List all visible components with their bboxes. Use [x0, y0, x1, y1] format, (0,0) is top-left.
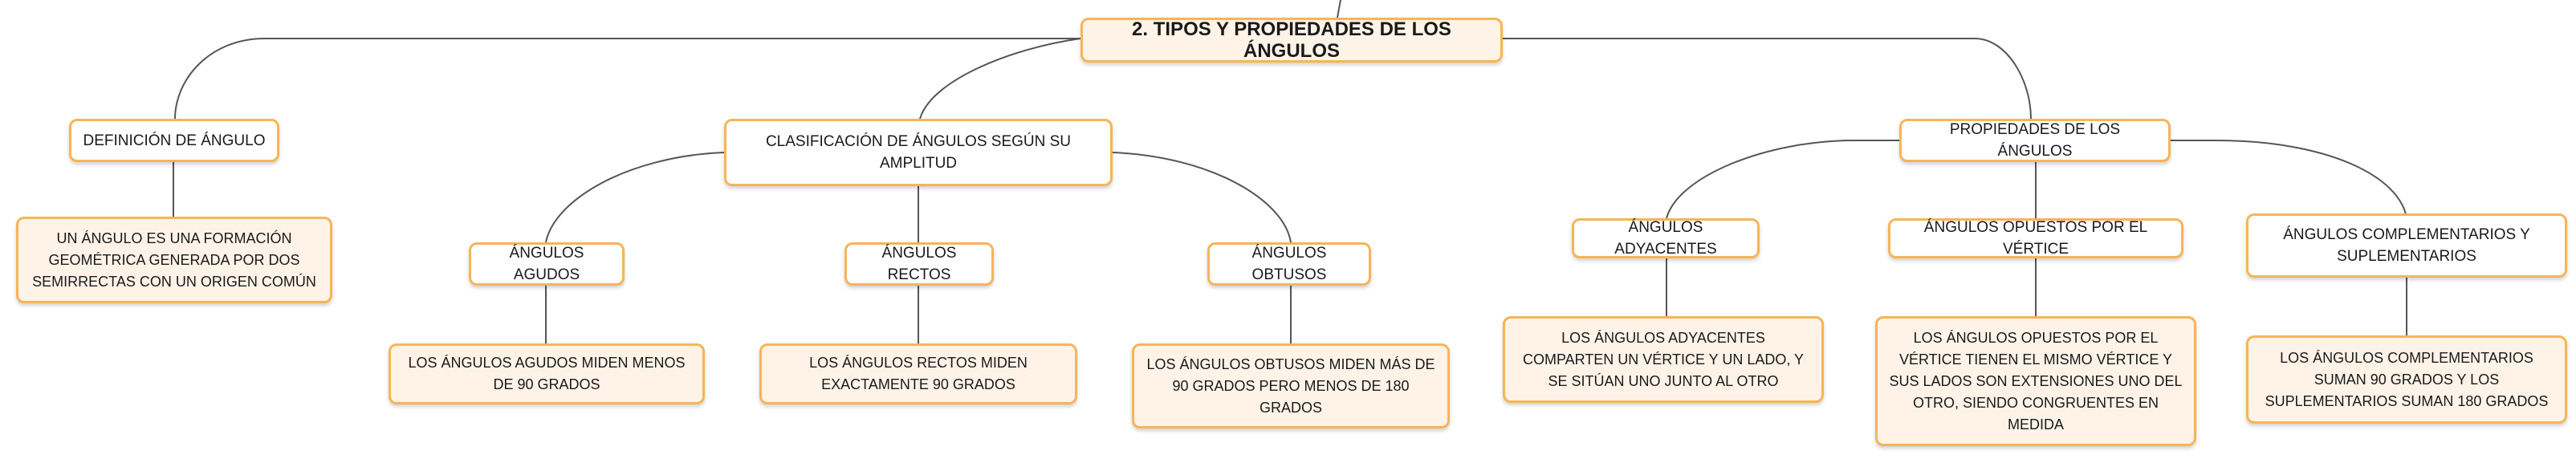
rectos-node[interactable]: ÁNGULOS RECTOS	[844, 242, 994, 286]
propiedades-label: PROPIEDADES DE LOS ÁNGULOS	[1949, 121, 2121, 160]
rectos-text-node[interactable]: LOS ÁNGULOS RECTOS MIDEN EXACTAMENTE 90 …	[759, 343, 1077, 404]
adyacentes-node[interactable]: ÁNGULOS ADYACENTES	[1572, 218, 1760, 258]
rectos-label: ÁNGULOS RECTOS	[881, 245, 957, 283]
obtusos-text: LOS ÁNGULOS OBTUSOS MIDEN MÁS DE 90 GRAD…	[1146, 355, 1435, 416]
adyacentes-label: ÁNGULOS ADYACENTES	[1614, 219, 1717, 258]
link-clasificacion-obtusos	[1112, 152, 1292, 243]
adyacentes-text-node[interactable]: LOS ÁNGULOS ADYACENTES COMPARTEN UN VÉRT…	[1503, 316, 1824, 403]
link-propiedades-adyacentes	[1666, 140, 1899, 219]
root-label: 2. TIPOS Y PROPIEDADES DE LOS ÁNGULOS	[1132, 18, 1451, 62]
obtusos-node[interactable]: ÁNGULOS OBTUSOS	[1207, 242, 1371, 286]
opuestos-text: LOS ÁNGULOS OPUESTOS POR EL VÉRTICE TIEN…	[1889, 329, 2183, 433]
clasificacion-node[interactable]: CLASIFICACIÓN DE ÁNGULOS SEGÚN SU AMPLIT…	[724, 119, 1113, 186]
agudos-text: LOS ÁNGULOS AGUDOS MIDEN MENOS DE 90 GRA…	[408, 355, 686, 392]
link-root-definicion	[174, 38, 1080, 120]
opuestos-label: ÁNGULOS OPUESTOS POR EL VÉRTICE	[1923, 219, 2148, 258]
definicion-text-node[interactable]: UN ÁNGULO ES UNA FORMACIÓN GEOMÉTRICA GE…	[16, 217, 332, 303]
agudos-node[interactable]: ÁNGULOS AGUDOS	[469, 242, 625, 286]
link-parent-root	[1337, 0, 1341, 18]
complementarios-label: ÁNGULOS COMPLEMENTARIOS Y SUPLEMENTARIOS	[2283, 226, 2530, 265]
definicion-node[interactable]: DEFINICIÓN DE ÁNGULO	[69, 119, 279, 162]
complementarios-text: LOS ÁNGULOS COMPLEMENTARIOS SUMAN 90 GRA…	[2265, 349, 2549, 409]
clasificacion-label: CLASIFICACIÓN DE ÁNGULOS SEGÚN SU AMPLIT…	[765, 133, 1072, 172]
obtusos-label: ÁNGULOS OBTUSOS	[1251, 245, 1327, 283]
adyacentes-text: LOS ÁNGULOS ADYACENTES COMPARTEN UN VÉRT…	[1522, 329, 1805, 389]
link-clasificacion-agudos	[545, 152, 725, 243]
agudos-text-node[interactable]: LOS ÁNGULOS AGUDOS MIDEN MENOS DE 90 GRA…	[389, 343, 705, 404]
opuestos-node[interactable]: ÁNGULOS OPUESTOS POR EL VÉRTICE	[1888, 218, 2183, 258]
obtusos-text-node[interactable]: LOS ÁNGULOS OBTUSOS MIDEN MÁS DE 90 GRAD…	[1132, 343, 1450, 428]
propiedades-node[interactable]: PROPIEDADES DE LOS ÁNGULOS	[1899, 119, 2171, 162]
complementarios-node[interactable]: ÁNGULOS COMPLEMENTARIOS Y SUPLEMENTARIOS	[2246, 213, 2567, 278]
root-node[interactable]: 2. TIPOS Y PROPIEDADES DE LOS ÁNGULOS	[1080, 18, 1503, 63]
rectos-text: LOS ÁNGULOS RECTOS MIDEN EXACTAMENTE 90 …	[809, 355, 1028, 392]
link-propiedades-complementarios	[2171, 140, 2407, 219]
link-root-propiedades	[1503, 38, 2032, 120]
complementarios-text-node[interactable]: LOS ÁNGULOS COMPLEMENTARIOS SUMAN 90 GRA…	[2246, 335, 2567, 424]
agudos-label: ÁNGULOS AGUDOS	[509, 245, 584, 283]
link-root-clasificacion	[919, 38, 1081, 120]
definicion-text: UN ÁNGULO ES UNA FORMACIÓN GEOMÉTRICA GE…	[32, 229, 316, 290]
opuestos-text-node[interactable]: LOS ÁNGULOS OPUESTOS POR EL VÉRTICE TIEN…	[1875, 316, 2196, 446]
definicion-label: DEFINICIÓN DE ÁNGULO	[83, 132, 266, 149]
